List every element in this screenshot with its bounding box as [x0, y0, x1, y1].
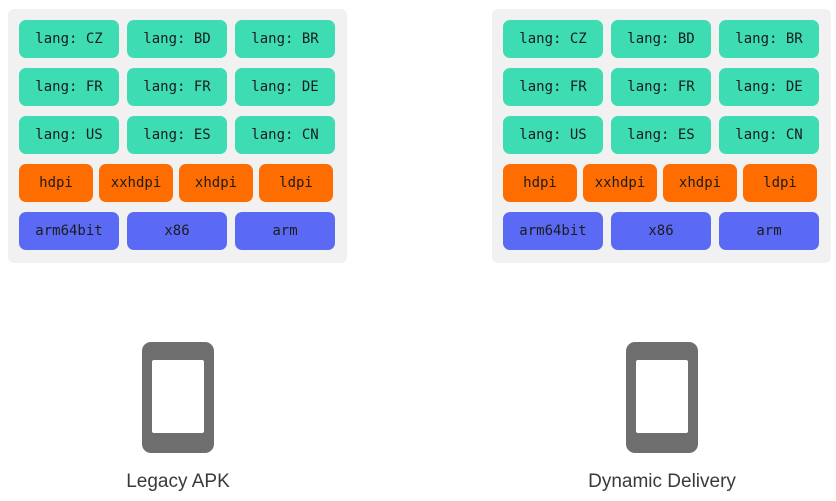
dpi-chip-hdpi: hdpi: [503, 164, 577, 202]
lang-chip-fr: lang: FR: [611, 68, 711, 106]
lang-chip-bd: lang: BD: [611, 20, 711, 58]
lang-chip-es: lang: ES: [611, 116, 711, 154]
abi-row: arm64bit x86 arm: [19, 212, 335, 250]
lang-row: lang: CZ lang: BD lang: BR: [503, 20, 819, 58]
abi-chip-arm64bit: arm64bit: [19, 212, 119, 250]
lang-chip-fr: lang: FR: [19, 68, 119, 106]
dynamic-delivery-resource-panel: lang: CZ lang: BD lang: BR lang: FR lang…: [492, 9, 831, 263]
lang-chip-cn: lang: CN: [235, 116, 335, 154]
abi-chip-arm64bit: arm64bit: [503, 212, 603, 250]
phone-screen: [636, 360, 688, 433]
dpi-row: hdpi xxhdpi xhdpi ldpi: [19, 164, 333, 202]
legacy-apk-caption: Legacy APK: [126, 471, 230, 492]
dpi-chip-xhdpi: xhdpi: [663, 164, 737, 202]
lang-row: lang: US lang: ES lang: CN: [503, 116, 819, 154]
dpi-chip-ldpi: ldpi: [259, 164, 333, 202]
lang-chip-br: lang: BR: [719, 20, 819, 58]
abi-chip-arm: arm: [719, 212, 819, 250]
abi-chip-x86: x86: [611, 212, 711, 250]
lang-chip-cz: lang: CZ: [503, 20, 603, 58]
lang-row: lang: FR lang: FR lang: DE: [19, 68, 335, 106]
dpi-row: hdpi xxhdpi xhdpi ldpi: [503, 164, 817, 202]
lang-chip-de: lang: DE: [235, 68, 335, 106]
abi-row: arm64bit x86 arm: [503, 212, 819, 250]
dpi-chip-xxhdpi: xxhdpi: [583, 164, 657, 202]
dpi-chip-ldpi: ldpi: [743, 164, 817, 202]
dynamic-delivery-caption: Dynamic Delivery: [588, 471, 736, 492]
lang-row: lang: CZ lang: BD lang: BR: [19, 20, 335, 58]
abi-chip-x86: x86: [127, 212, 227, 250]
abi-chip-arm: arm: [235, 212, 335, 250]
phone-icon: [626, 342, 698, 453]
lang-chip-cn: lang: CN: [719, 116, 819, 154]
lang-chip-br: lang: BR: [235, 20, 335, 58]
lang-chip-es: lang: ES: [127, 116, 227, 154]
lang-chip-us: lang: US: [19, 116, 119, 154]
dpi-chip-xhdpi: xhdpi: [179, 164, 253, 202]
phone-icon: [142, 342, 214, 453]
lang-chip-cz: lang: CZ: [19, 20, 119, 58]
lang-chip-fr: lang: FR: [503, 68, 603, 106]
lang-chip-us: lang: US: [503, 116, 603, 154]
lang-chip-fr: lang: FR: [127, 68, 227, 106]
lang-row: lang: US lang: ES lang: CN: [19, 116, 335, 154]
lang-row: lang: FR lang: FR lang: DE: [503, 68, 819, 106]
phone-screen: [152, 360, 204, 433]
lang-chip-bd: lang: BD: [127, 20, 227, 58]
dpi-chip-hdpi: hdpi: [19, 164, 93, 202]
dpi-chip-xxhdpi: xxhdpi: [99, 164, 173, 202]
lang-chip-de: lang: DE: [719, 68, 819, 106]
legacy-apk-resource-panel: lang: CZ lang: BD lang: BR lang: FR lang…: [8, 9, 347, 263]
